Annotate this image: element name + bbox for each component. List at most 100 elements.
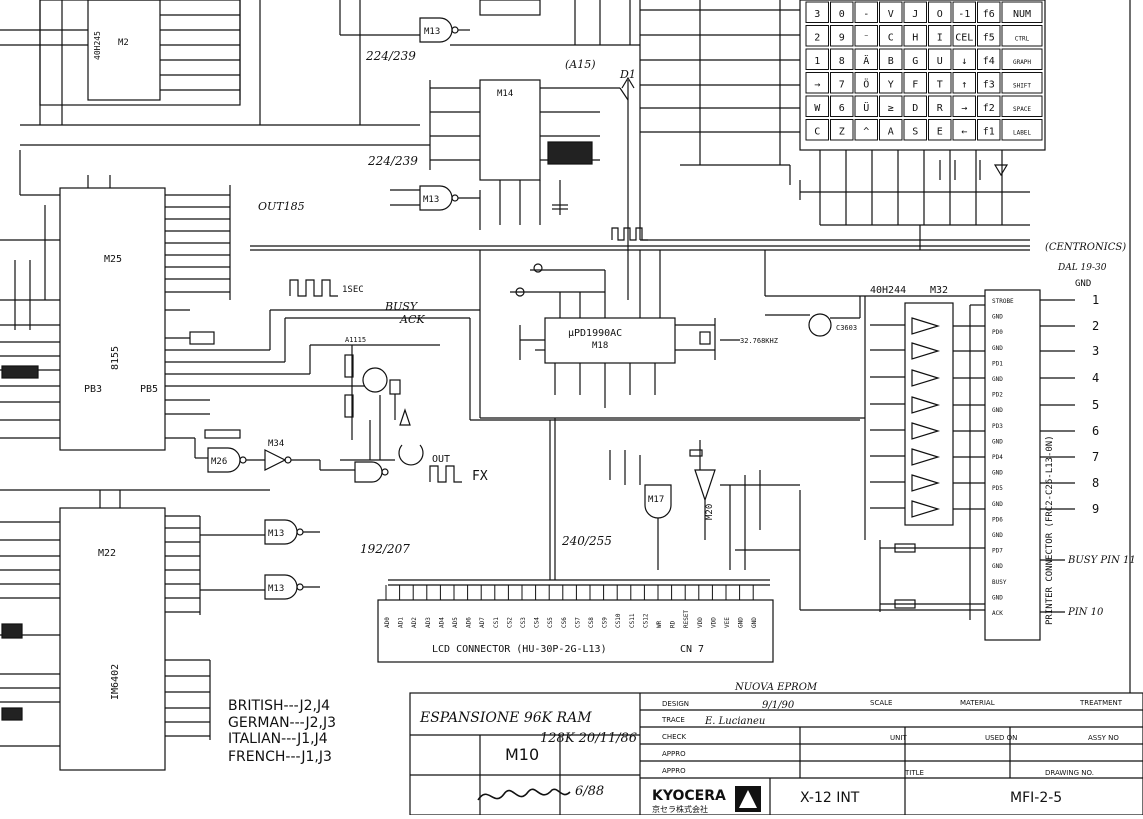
key-cell [952, 25, 976, 47]
gate-m13-fx [354, 461, 383, 483]
chip-m13a-ref: M13 [424, 27, 440, 37]
key-cell [805, 1, 829, 23]
key-cell [854, 72, 878, 94]
tb-company-jp: 京セラ株式会社 [652, 804, 708, 814]
printer-pin-number: 3 [1092, 344, 1099, 358]
key-label: S [912, 126, 918, 137]
key-cell [977, 95, 1001, 117]
key-label: 0 [839, 9, 845, 20]
key-cell [879, 119, 903, 141]
key-cell [830, 48, 854, 70]
key-cell [854, 25, 878, 47]
chip-m14-ref: M14 [497, 89, 513, 99]
key-label: 7 [839, 79, 845, 90]
chip-m2-ref: M2 [118, 38, 129, 48]
key-cell [1001, 48, 1043, 70]
key-label: ← [961, 126, 967, 137]
lcd-pin-label: GND [738, 617, 745, 628]
key-label: ⁻ [863, 32, 869, 43]
printer-pin-label: GND [992, 314, 1003, 321]
key-cell [952, 95, 976, 117]
key-cell [928, 119, 952, 141]
chip-m14-body [479, 79, 541, 181]
lcd-pin-label: VEE [724, 617, 731, 628]
key-cell [1001, 25, 1043, 47]
language-italian: ITALIAN---J1,J4 [228, 731, 328, 747]
chip-m22-ref: M22 [98, 548, 116, 559]
key-cell [854, 95, 878, 117]
chip-m25-ref: M25 [104, 254, 122, 265]
key-label: Y [888, 79, 894, 90]
keyboard-matrix-frame [799, 0, 1046, 151]
label-fx: FX [472, 469, 488, 484]
key-label: H [912, 32, 918, 43]
label-xtal: 32.768KHZ [740, 337, 778, 345]
key-cell [805, 25, 829, 47]
printer-pin-number: 2 [1092, 319, 1099, 333]
chip-m22-body [59, 507, 166, 771]
chip-m32-ref: M32 [930, 285, 948, 296]
chip-m22-part: IM6402 [110, 664, 121, 700]
lcd-pin-label: GND [751, 617, 758, 628]
chip-m13b-ref: M13 [423, 195, 439, 205]
tb-appro2-label: APPRO [662, 767, 686, 775]
printer-pin-label: GND [992, 407, 1003, 414]
lcd-pin-label: CS9 [602, 617, 609, 628]
key-label: V [888, 9, 894, 20]
key-cell [854, 1, 878, 23]
key-label: D [912, 103, 918, 114]
label-dal: DAL 19-30 [1057, 263, 1107, 273]
printer-pin-number: 6 [1092, 424, 1099, 438]
note-ram128: 128K 20/11/86 [540, 731, 637, 746]
chip-m32-body [904, 302, 954, 526]
lcd-connector-body [377, 599, 774, 663]
chip-m25-part: 8155 [110, 346, 121, 370]
chip-m2-body [87, 0, 161, 101]
label-pb3: PB3 [84, 384, 102, 395]
lcd-pin-label: AD3 [425, 617, 432, 628]
key-label: T [937, 79, 943, 90]
printer-pin-label: PD3 [992, 423, 1003, 430]
language-british: BRITISH---J2,J4 [228, 698, 330, 714]
tb-title-value: X-12 INT [800, 790, 860, 806]
key-label: 3 [814, 9, 820, 20]
label-224-239-top: 224/239 [365, 49, 416, 63]
key-cell [879, 95, 903, 117]
label-busy: BUSY [384, 300, 419, 313]
note-m10: M10 [505, 745, 539, 764]
lcd-pin-label: CS7 [574, 617, 581, 628]
key-cell [830, 95, 854, 117]
chip-m2-outline [39, 0, 241, 106]
lcd-pin-label: AD6 [466, 617, 473, 628]
printer-pin-label: GND [992, 594, 1003, 601]
printer-pin-number: 9 [1092, 502, 1099, 516]
printer-pin-number: 1 [1092, 293, 1099, 307]
printer-pin-label: PD4 [992, 454, 1003, 461]
key-cell [903, 1, 927, 23]
key-label: E [937, 126, 943, 137]
printer-pin-number: 8 [1092, 476, 1099, 490]
tb-material-label: MATERIAL [960, 699, 995, 707]
buffer-m20 [694, 469, 716, 502]
key-label: ≥ [888, 103, 894, 114]
label-a15: (A15) [565, 58, 596, 71]
key-label: CEL [955, 32, 973, 43]
key-label: f3 [983, 79, 995, 90]
printer-pin-label: GND [992, 470, 1003, 477]
printer-pin-label: PD0 [992, 329, 1003, 336]
label-1sec: 1SEC [342, 285, 364, 295]
tb-treatment-label: TREATMENT [1079, 699, 1123, 707]
key-label: U [937, 56, 943, 67]
lcd-pin-label: CS11 [629, 613, 636, 628]
label-192-207: 192/207 [360, 542, 410, 556]
lcd-pin-label: CS8 [588, 617, 595, 628]
key-label: 9 [839, 32, 845, 43]
key-cell [903, 25, 927, 47]
chip-m2-part: 40H245 [93, 31, 102, 60]
note-nuova-eprom: NUOVA EPROM [734, 682, 818, 693]
key-label: C [888, 32, 894, 43]
key-label: f5 [983, 32, 995, 43]
key-cell [879, 48, 903, 70]
